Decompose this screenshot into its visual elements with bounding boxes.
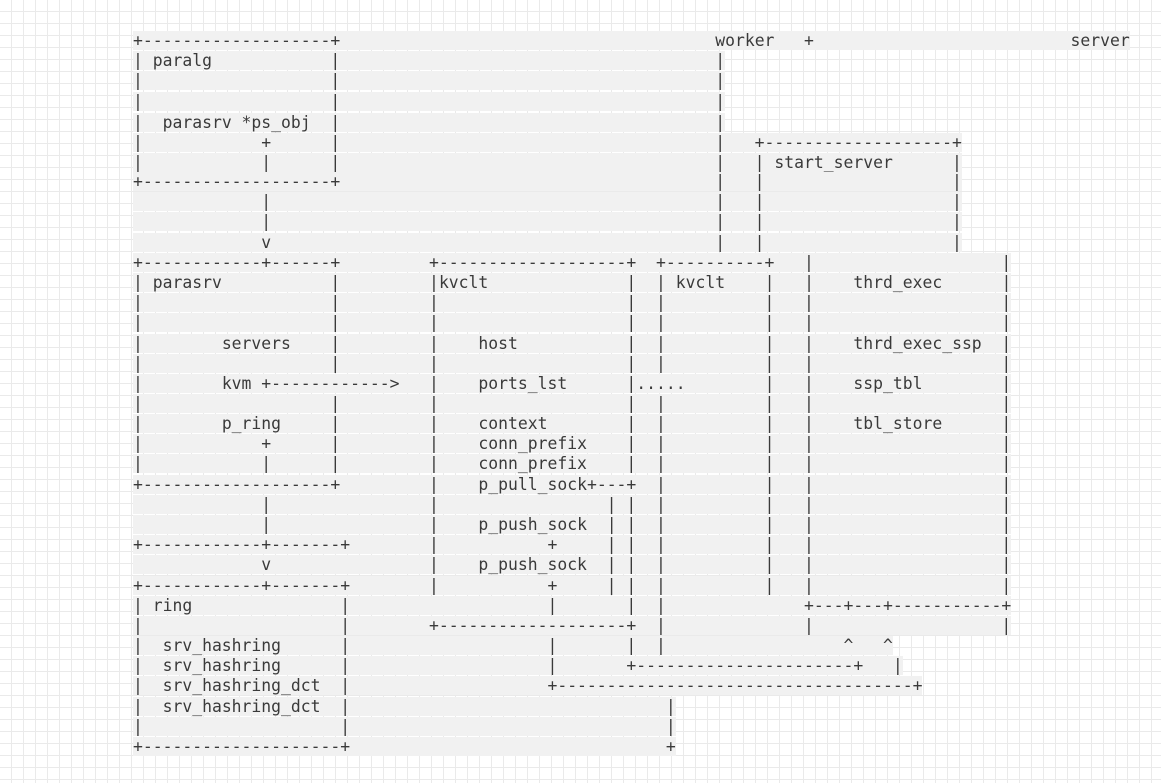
p-pull-sock-row: +-------------------+ | p_pull_sock+---+… xyxy=(133,475,1012,494)
tbl-store: tbl_store xyxy=(853,414,943,433)
paralg-title: paralg xyxy=(152,51,212,70)
start-server-title: start_server xyxy=(774,153,893,172)
box-line: | + | | +-------------------+ xyxy=(133,133,962,152)
box-line: | | | | | | | | xyxy=(133,354,1012,373)
box-line: +------------+-------+ | + | | | | | | xyxy=(133,535,1012,554)
kvclt2-title: kvclt xyxy=(675,273,726,292)
srv-hashring-row: | srv_hashring | | +--------------------… xyxy=(133,656,903,675)
paralg-field: parasrv *ps_obj xyxy=(162,113,311,132)
p-ring-row: | p_ring | | context | | | | tbl_store | xyxy=(133,414,1012,433)
worker-server-row: +-------------------+ worker + server xyxy=(133,31,1130,50)
thrd-exec: thrd_exec xyxy=(853,273,943,292)
kvclt-host: host xyxy=(478,334,518,353)
kvclt-p-pull-sock: p_pull_sock xyxy=(478,475,587,494)
servers-field: servers xyxy=(221,334,291,353)
box-line: +--------------------+ + xyxy=(133,737,676,756)
thrd-exec-ssp: thrd_exec_ssp xyxy=(853,334,982,353)
kvm-row: | kvm +------------> | ports_lst |..... … xyxy=(133,374,1012,393)
box-line: +-------------------+ | | | xyxy=(133,172,962,191)
p-push-sock-row: | | p_push_sock | | | | | | xyxy=(133,515,1012,534)
box-line: | | | | | | | | xyxy=(133,495,1012,514)
start-server-title-row: | | | | | start_server | xyxy=(133,153,962,172)
servers-row: | servers | | host | | | | thrd_exec_ssp… xyxy=(133,334,1012,353)
paralg-field-row: | parasrv *ps_obj | | xyxy=(133,113,726,132)
kvclt-context: context xyxy=(478,414,548,433)
box-line: v | | | xyxy=(133,233,962,252)
server-label: server xyxy=(1070,31,1130,50)
box-line: | | | | | | | | xyxy=(133,313,1012,332)
srv-hashring-dct-row: | srv_hashring_dct | | xyxy=(133,697,676,716)
box-line: | srv_hashring | | | | ^ ^ xyxy=(133,636,893,655)
box-line: | | | | | | | | xyxy=(133,394,1012,413)
box-line: v | p_push_sock | | | | | | xyxy=(133,555,1012,574)
box-line: | | | xyxy=(133,717,676,736)
ring-title-row: | ring | | | | +---+---+-----------+ xyxy=(133,596,1012,615)
box-line: | | | | xyxy=(133,192,962,211)
kvclt-title: kvclt xyxy=(438,273,489,292)
box-line: +------------+------+ +-----------------… xyxy=(133,253,1012,272)
paralg-title-row: | paralg | | xyxy=(133,51,726,70)
box-line: | | | | | | | | xyxy=(133,293,1012,312)
worker-label: worker xyxy=(715,31,775,50)
box-line: | | | xyxy=(133,92,726,111)
box-line: | | | | conn_prefix | | | | | xyxy=(133,454,1012,473)
box-line: | | | | xyxy=(133,212,962,231)
conn-prefix-row: | + | | conn_prefix | | | | | xyxy=(133,434,1012,453)
box-line: | | | xyxy=(133,71,726,90)
box-line: | | +-------------------+ | | | xyxy=(133,616,1012,635)
p-ring-field: p_ring xyxy=(221,414,282,433)
srv-hashring: srv_hashring xyxy=(162,656,282,675)
ssp-tbl: ssp_tbl xyxy=(853,374,923,393)
box-line: | srv_hashring_dct | +------------------… xyxy=(133,676,923,695)
kvclt-conn-prefix: conn_prefix xyxy=(478,434,587,453)
srv-hashring-dct: srv_hashring_dct xyxy=(162,697,321,716)
box-line: +------------+-------+ | + | | | | | | xyxy=(133,576,1012,595)
ring-title: ring xyxy=(152,596,193,615)
kvclt-p-push-sock: p_push_sock xyxy=(478,515,587,534)
kvclt-ports-lst: ports_lst xyxy=(478,374,568,393)
parasrv-title-row: | parasrv | |kvclt | | kvclt | | thrd_ex… xyxy=(133,273,1012,292)
kvm-field: kvm xyxy=(221,374,252,393)
parasrv-title: parasrv xyxy=(152,273,222,292)
